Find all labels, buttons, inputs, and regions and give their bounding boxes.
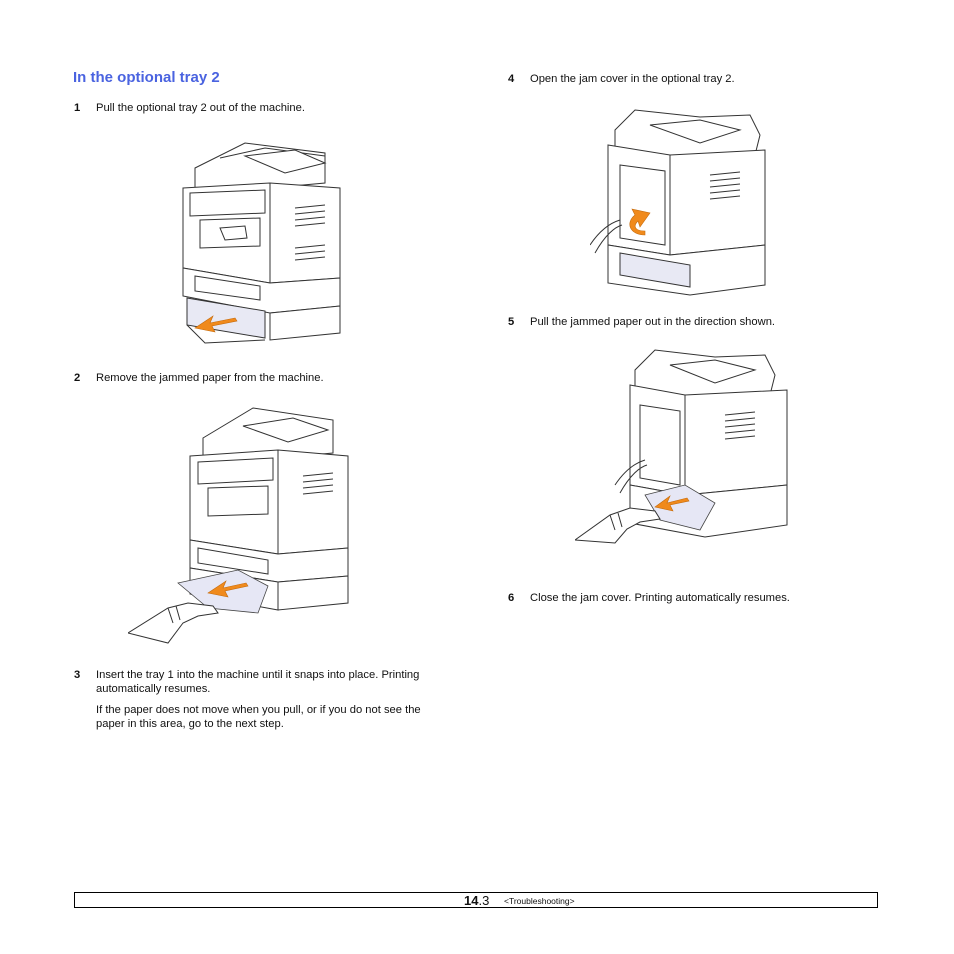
pull-jammed-paper-rear-illustration xyxy=(575,349,788,544)
step-number: 3 xyxy=(74,669,81,681)
step-number: 6 xyxy=(508,592,515,604)
step-text-line-1: Insert the tray 1 into the machine until… xyxy=(96,669,420,681)
step-6: 6 Close the jam cover. Printing automati… xyxy=(508,591,888,605)
section-label: <Troubleshooting> xyxy=(504,896,575,906)
step-number: 2 xyxy=(74,372,81,384)
step-text: Pull the jammed paper out in the directi… xyxy=(530,316,776,328)
step-5: 5 Pull the jammed paper out in the direc… xyxy=(508,315,888,329)
step-3-note: If the paper does not move when you pull… xyxy=(96,703,456,731)
step-text: Close the jam cover. Printing automatica… xyxy=(530,592,790,604)
remove-jammed-paper-illustration xyxy=(128,407,349,644)
step-text-line-2: automatically resumes. xyxy=(96,683,211,695)
note-line-2: paper in this area, go to the next step. xyxy=(96,718,284,730)
step-text: Remove the jammed paper from the machine… xyxy=(96,372,324,384)
note-line-1: If the paper does not move when you pull… xyxy=(96,704,421,716)
step-number: 4 xyxy=(508,73,515,85)
step-1: 1 Pull the optional tray 2 out of the ma… xyxy=(74,101,454,115)
page-number: 14.3 xyxy=(464,893,489,909)
step-4: 4 Open the jam cover in the optional tra… xyxy=(508,72,888,86)
step-2: 2 Remove the jammed paper from the machi… xyxy=(74,371,454,385)
step-number: 1 xyxy=(74,102,81,114)
open-jam-cover-illustration xyxy=(590,109,766,296)
page-number-minor: .3 xyxy=(478,893,490,908)
step-3: 3 Insert the tray 1 into the machine unt… xyxy=(74,668,454,696)
section-heading: In the optional tray 2 xyxy=(73,69,220,86)
step-text: Pull the optional tray 2 out of the mach… xyxy=(96,102,305,114)
page-number-major: 14 xyxy=(464,893,479,908)
step-number: 5 xyxy=(508,316,515,328)
page-footer: 14.3 <Troubleshooting> xyxy=(74,892,878,908)
step-text: Open the jam cover in the optional tray … xyxy=(530,73,735,85)
printer-tray2-pull-illustration xyxy=(182,142,341,344)
